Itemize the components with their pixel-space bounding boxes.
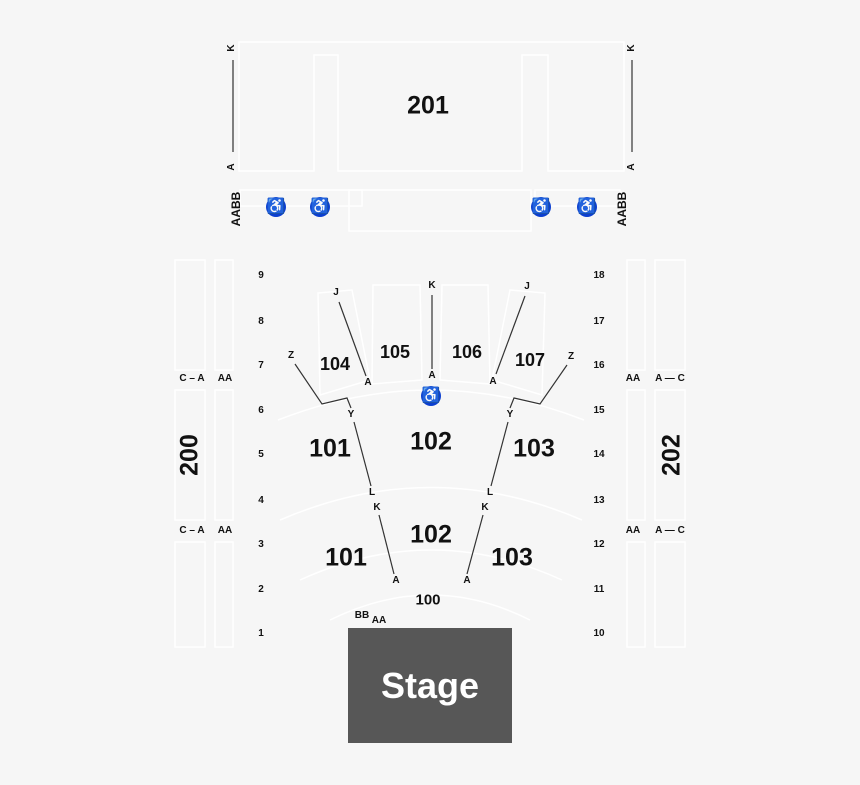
section-103-rear[interactable]: 103 [513, 434, 555, 463]
box-number[interactable]: 2 [258, 584, 264, 595]
row-label: L [368, 487, 376, 498]
box-number[interactable]: 1 [258, 628, 264, 639]
section-102-rear[interactable]: 102 [410, 427, 452, 456]
box-number[interactable]: 9 [258, 270, 264, 281]
box-number[interactable]: 15 [593, 405, 605, 416]
row-label: Z [287, 350, 295, 361]
box-number[interactable]: 3 [258, 539, 264, 550]
box-number[interactable]: 18 [593, 270, 605, 281]
box-number[interactable]: 5 [258, 449, 264, 460]
row-label: K [626, 44, 637, 52]
row-label: Y [506, 409, 514, 420]
section-107[interactable]: 107 [514, 350, 546, 370]
box-number[interactable]: 14 [593, 449, 605, 460]
row-label: AA [217, 373, 233, 384]
row-range: C – A [179, 373, 205, 384]
box-number[interactable]: 10 [593, 628, 605, 639]
row-range: C – A [179, 525, 205, 536]
wheelchair-icon: ♿ [266, 197, 286, 217]
section-100[interactable]: 100 [415, 591, 441, 609]
section-103-front[interactable]: 103 [491, 543, 533, 572]
section-201[interactable]: 201 [407, 91, 449, 120]
box-number[interactable]: 11 [593, 584, 605, 595]
box-number[interactable]: 8 [258, 316, 264, 327]
box-number[interactable]: 4 [258, 495, 264, 506]
row-label: K [481, 502, 489, 513]
row-label: K [226, 44, 237, 52]
row-label: A [392, 575, 400, 586]
row-label: J [333, 287, 339, 298]
row-label: J [524, 281, 530, 292]
box-number[interactable]: 16 [593, 360, 605, 371]
box-number[interactable]: 17 [593, 316, 605, 327]
section-202[interactable]: 202 [657, 434, 686, 476]
row-label: A [626, 163, 637, 171]
section-106[interactable]: 106 [451, 342, 483, 362]
section-101-rear[interactable]: 101 [309, 434, 351, 463]
row-label: AA [371, 615, 387, 626]
box-number[interactable]: 6 [258, 405, 264, 416]
row-label: K [373, 502, 381, 513]
row-label: BB [354, 610, 370, 621]
wheelchair-icon: ♿ [577, 197, 597, 217]
stage-label: Stage [380, 664, 480, 706]
section-101-front[interactable]: 101 [325, 543, 367, 572]
row-label: Z [567, 351, 575, 362]
row-label: A [463, 575, 471, 586]
box-number[interactable]: 7 [258, 360, 264, 371]
row-label: A [489, 376, 497, 387]
row-range: A — C [655, 525, 685, 536]
row-range: A — C [655, 373, 685, 384]
section-104[interactable]: 104 [319, 354, 351, 374]
row-label: AABB [615, 191, 629, 227]
row-label: A [364, 377, 372, 388]
wheelchair-icon: ♿ [310, 197, 330, 217]
row-label: AA [625, 373, 641, 384]
section-200[interactable]: 200 [175, 434, 204, 476]
wheelchair-icon: ♿ [531, 197, 551, 217]
box-number[interactable]: 13 [593, 495, 605, 506]
box-number[interactable]: 12 [593, 539, 605, 550]
stage: Stage [348, 628, 512, 743]
row-label: A [428, 370, 436, 381]
row-label: AA [625, 525, 641, 536]
row-label: L [486, 487, 494, 498]
row-label: K [428, 280, 436, 291]
row-label: AABB [229, 191, 243, 227]
row-label: AA [217, 525, 233, 536]
row-label: Y [347, 409, 355, 420]
section-105[interactable]: 105 [379, 342, 411, 362]
wheelchair-icon: ♿ [421, 386, 441, 406]
row-label: A [226, 163, 237, 171]
section-102-front[interactable]: 102 [410, 520, 452, 549]
